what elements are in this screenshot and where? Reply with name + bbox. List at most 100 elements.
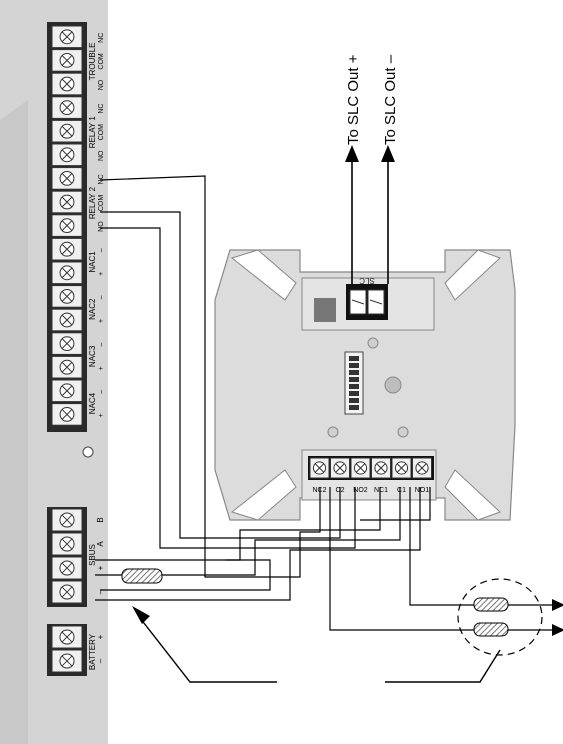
panel-terminal <box>51 72 83 96</box>
panel-pin-label: + <box>98 319 105 323</box>
panel-terminal <box>51 25 83 49</box>
panel-pin-label: NC <box>98 104 105 114</box>
resistor-out-1 <box>473 597 509 612</box>
mount-ear-bottom-left <box>230 469 297 521</box>
panel-terminal <box>51 285 83 308</box>
battery-label: BATTERY <box>88 633 97 670</box>
mount-ear-bottom-right <box>444 469 501 521</box>
panel-terminal <box>51 167 83 190</box>
wire-relay2-no <box>100 227 356 549</box>
slc-out-minus-arrowhead <box>381 145 395 162</box>
dip-switch <box>349 377 359 382</box>
sbus-terminal <box>51 532 83 556</box>
sbus-terminal <box>51 508 83 532</box>
panel-pin-label: COM <box>98 195 105 212</box>
panel-pin-label: – <box>98 248 105 252</box>
dip-switch <box>349 384 359 389</box>
panel-terminal <box>51 190 83 214</box>
panel-group-label: RELAY 1 <box>88 116 97 149</box>
slc-out-plus-arrowhead <box>345 145 359 162</box>
panel-pin-label: – <box>98 295 105 299</box>
panel-pin-label: NC <box>98 33 105 43</box>
panel-pin-label: NO <box>98 150 105 161</box>
sbus-pin-label: B <box>96 517 105 522</box>
slc-out-minus-label: To SLC Out – <box>382 54 399 145</box>
wire-relay2-com <box>100 211 341 539</box>
panel-terminal <box>51 143 83 167</box>
dip-switch-housing <box>344 351 364 415</box>
panel-terminal <box>51 379 83 403</box>
panel-pin-label: – <box>98 343 105 347</box>
panel-group-label: NAC3 <box>88 345 97 367</box>
battery-pin-label: + <box>96 634 105 639</box>
sbus-label: SBUS <box>88 544 97 566</box>
module-terminal-label: C1 <box>397 487 406 494</box>
slc-silkscreen-label: SLC <box>359 276 375 285</box>
wire-out-2 <box>329 487 555 631</box>
panel-terminal <box>51 261 83 285</box>
module-screw-hole <box>397 426 409 438</box>
arrows <box>132 145 563 683</box>
battery-terminal <box>51 625 83 649</box>
panel-terminal <box>51 237 83 261</box>
module-terminal-label: NO1 <box>415 487 430 494</box>
sbus-pin-label: A <box>96 541 105 547</box>
wire-c1 <box>360 487 431 521</box>
panel-pin-label: + <box>98 413 105 417</box>
sbus-terminal <box>51 580 83 604</box>
panel-group-label: NAC1 <box>88 251 97 273</box>
callout-leader-left <box>139 617 277 683</box>
eol-resistors <box>121 568 543 656</box>
panel-terminal <box>51 355 83 379</box>
battery-terminal <box>51 649 83 673</box>
panel-terminal <box>51 332 83 355</box>
slc-screw-slot <box>351 299 365 305</box>
mounting-hole <box>82 446 94 458</box>
panel-pin-label: + <box>98 366 105 370</box>
module-terminal-label: NC1 <box>374 487 388 494</box>
panel-terminal <box>51 308 83 332</box>
wire-sbus-minus <box>95 487 421 601</box>
resistor-out-2 <box>473 622 509 637</box>
module-terminal <box>330 457 350 479</box>
module-terminal <box>391 457 412 479</box>
panel-group-label: RELAY 2 <box>88 186 97 219</box>
dip-switch <box>349 363 359 368</box>
wire-sbus-plus <box>95 487 401 576</box>
module-plate <box>214 249 516 521</box>
panel-pin-label: NO <box>98 79 105 90</box>
panel-pin-label: NO <box>98 221 105 232</box>
panel-group-label: TROUBLE <box>88 43 97 81</box>
panel-terminal <box>51 403 83 426</box>
module-terminal <box>412 457 432 479</box>
output-arrowhead-2 <box>552 624 563 636</box>
module-terminal <box>350 457 371 479</box>
dip-switch <box>349 398 359 403</box>
wire-relay2-nc <box>99 175 321 578</box>
dip-switch <box>349 405 359 410</box>
panel-terminal <box>51 119 83 143</box>
panel-pin-label: COM <box>98 53 105 70</box>
output-arrowhead-1 <box>552 599 563 611</box>
module-chip <box>314 298 336 322</box>
panel-pin-label: – <box>98 390 105 394</box>
callout-arrowhead-left <box>132 606 150 624</box>
panel-pin-label: + <box>98 272 105 276</box>
sbus-pin-label: + <box>96 565 105 570</box>
panel-pin-label: COM <box>98 124 105 141</box>
panel-bottom-fold <box>0 100 28 744</box>
battery-pin-label: – <box>96 658 105 663</box>
panel-terminal <box>51 96 83 119</box>
dip-switch <box>349 370 359 375</box>
dip-switch <box>349 391 359 396</box>
panel-terminal <box>51 49 83 72</box>
module-screw-hole <box>327 426 339 438</box>
resistor-panel <box>121 568 163 584</box>
wire-sbus-a <box>95 487 381 561</box>
module-screw-hole <box>367 337 379 349</box>
callout-leader-right <box>385 649 501 683</box>
optional-resistor-circle <box>457 578 543 656</box>
dip-switch <box>349 356 359 361</box>
